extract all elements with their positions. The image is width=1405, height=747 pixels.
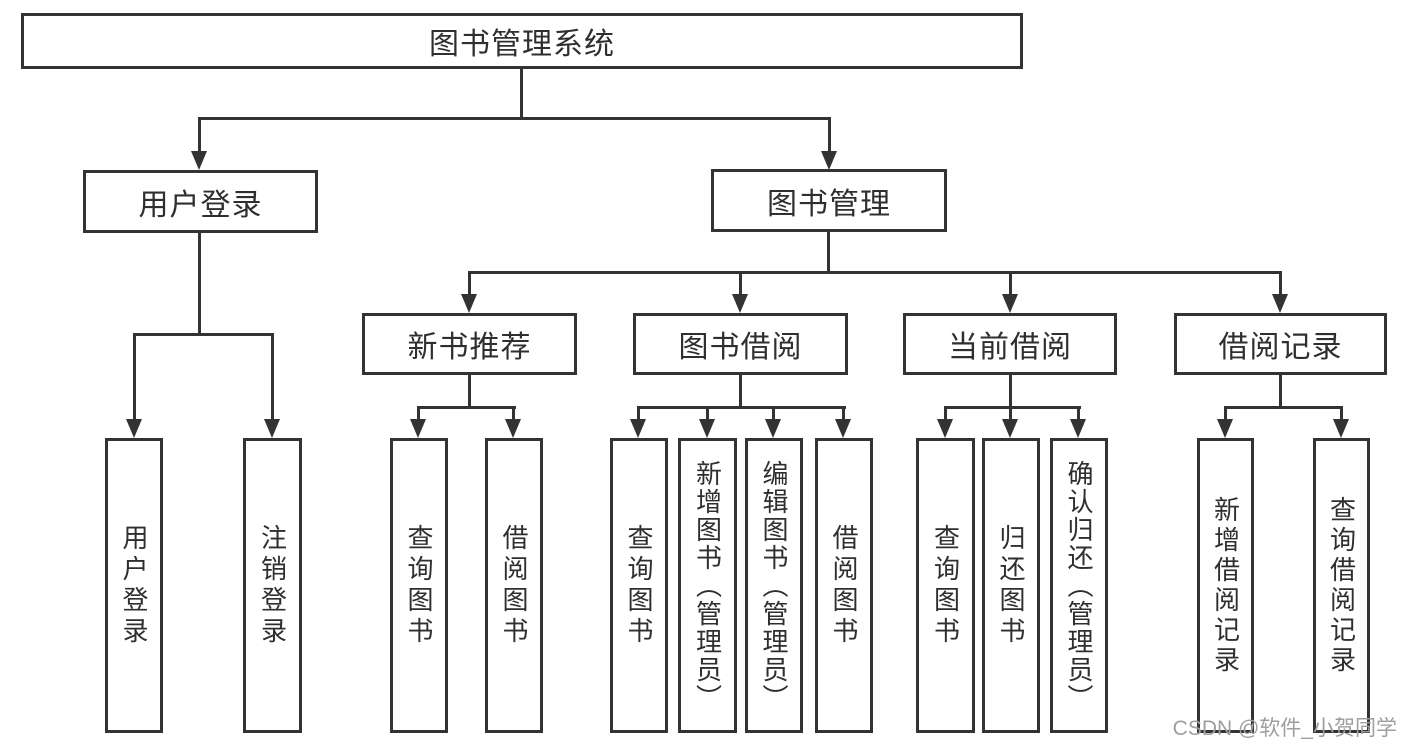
connector-arrowhead bbox=[191, 151, 207, 170]
connector-vline bbox=[827, 232, 830, 274]
node-label: 查询图书 bbox=[930, 523, 961, 648]
node-label: 用户登录 bbox=[119, 523, 149, 648]
connector-arrowhead bbox=[1070, 419, 1086, 438]
node-ul-user-login: 用户登录 bbox=[105, 438, 163, 733]
connector-vline bbox=[512, 406, 515, 422]
connector-vline bbox=[739, 375, 742, 409]
node-current-borrowing: 当前借阅 bbox=[903, 313, 1117, 375]
connector-arrowhead bbox=[765, 419, 781, 438]
node-bb-add-books-admin: 新增图书（管理员） bbox=[678, 438, 737, 733]
node-label: 查询图书 bbox=[624, 523, 654, 648]
connector-arrowhead bbox=[410, 419, 426, 438]
csdn-watermark: CSDN @软件_小贺同学 bbox=[1172, 717, 1397, 740]
connector-vline bbox=[772, 406, 775, 422]
connector-vline bbox=[842, 406, 845, 422]
connector-vline bbox=[1340, 406, 1343, 422]
connector-arrowhead bbox=[630, 419, 646, 438]
connector-arrowhead bbox=[461, 294, 477, 313]
connector-arrowhead bbox=[1002, 419, 1018, 438]
connector-arrowhead bbox=[1002, 294, 1018, 313]
connector-vline bbox=[944, 406, 947, 422]
node-label: 当前借阅 bbox=[948, 331, 1072, 364]
connector-vline bbox=[198, 233, 201, 336]
node-label: 归还图书 bbox=[996, 523, 1026, 648]
node-ul-logout: 注销登录 bbox=[243, 438, 302, 733]
node-label: 确认归还（管理员） bbox=[1064, 459, 1094, 712]
connector-vline bbox=[739, 271, 742, 297]
connector-arrowhead bbox=[1333, 419, 1349, 438]
connector-arrowhead bbox=[699, 419, 715, 438]
connector-arrowhead bbox=[732, 294, 748, 313]
node-nb-query-books: 查询图书 bbox=[390, 438, 448, 733]
node-br-add-record: 新增借阅记录 bbox=[1197, 438, 1254, 733]
node-label: 查询图书 bbox=[404, 523, 434, 648]
node-label: 借阅记录 bbox=[1218, 331, 1343, 364]
connector-hline bbox=[637, 406, 846, 409]
connector-hline bbox=[133, 333, 274, 336]
node-bb-borrow-books: 借阅图书 bbox=[815, 438, 873, 733]
connector-vline bbox=[417, 406, 420, 422]
node-book-management: 图书管理 bbox=[711, 169, 947, 232]
connector-arrowhead bbox=[821, 151, 837, 170]
node-label: 查询借阅记录 bbox=[1326, 495, 1357, 676]
connector-vline bbox=[271, 333, 274, 420]
node-cb-query-books: 查询图书 bbox=[916, 438, 975, 733]
connector-arrowhead bbox=[1272, 294, 1288, 313]
connector-vline bbox=[1224, 406, 1227, 422]
connector-vline bbox=[468, 271, 471, 297]
connector-hline bbox=[1224, 406, 1343, 409]
node-cb-confirm-return-admin: 确认归还（管理员） bbox=[1050, 438, 1108, 733]
connector-hline bbox=[468, 271, 1282, 274]
node-library-system: 图书管理系统 bbox=[21, 13, 1023, 69]
node-label: 编辑图书（管理员） bbox=[759, 459, 789, 712]
connector-vline bbox=[1077, 406, 1080, 422]
connector-vline bbox=[1009, 406, 1012, 422]
connector-vline bbox=[468, 375, 471, 409]
connector-arrowhead bbox=[264, 419, 280, 438]
node-label: 图书借阅 bbox=[678, 331, 803, 364]
node-label: 注销登录 bbox=[257, 523, 288, 648]
connector-vline bbox=[520, 69, 523, 119]
node-label: 新增图书（管理员） bbox=[692, 459, 723, 712]
connector-vline bbox=[828, 117, 831, 153]
connector-vline bbox=[198, 117, 201, 153]
connector-hline bbox=[198, 117, 831, 120]
connector-arrowhead bbox=[1217, 419, 1233, 438]
connector-vline bbox=[1279, 271, 1282, 297]
connector-vline bbox=[706, 406, 709, 422]
node-cb-return-books: 归还图书 bbox=[982, 438, 1040, 733]
node-br-query-record: 查询借阅记录 bbox=[1313, 438, 1370, 733]
node-label: 新增借阅记录 bbox=[1210, 495, 1241, 676]
connector-vline bbox=[1009, 271, 1012, 297]
connector-arrowhead bbox=[835, 419, 851, 438]
node-bb-edit-books-admin: 编辑图书（管理员） bbox=[745, 438, 803, 733]
node-book-borrowing: 图书借阅 bbox=[633, 313, 848, 375]
node-nb-borrow-books: 借阅图书 bbox=[485, 438, 543, 733]
connector-vline bbox=[637, 406, 640, 422]
connector-vline bbox=[1009, 375, 1012, 409]
connector-arrowhead bbox=[937, 419, 953, 438]
node-label: 图书管理 bbox=[767, 187, 891, 221]
connector-hline bbox=[944, 406, 1081, 409]
node-label: 新书推荐 bbox=[407, 331, 532, 364]
node-new-book-recommend: 新书推荐 bbox=[362, 313, 577, 375]
connector-vline bbox=[133, 333, 136, 420]
node-user-login: 用户登录 bbox=[83, 170, 318, 233]
connector-hline bbox=[417, 406, 516, 409]
node-bb-query-books: 查询图书 bbox=[610, 438, 668, 733]
node-label: 图书管理系统 bbox=[429, 28, 615, 61]
node-label: 用户登录 bbox=[138, 188, 263, 222]
connector-arrowhead bbox=[505, 419, 521, 438]
node-label: 借阅图书 bbox=[499, 523, 529, 648]
node-label: 借阅图书 bbox=[829, 523, 859, 648]
connector-vline bbox=[1279, 375, 1282, 409]
node-borrowing-records: 借阅记录 bbox=[1174, 313, 1387, 375]
connector-arrowhead bbox=[126, 419, 142, 438]
